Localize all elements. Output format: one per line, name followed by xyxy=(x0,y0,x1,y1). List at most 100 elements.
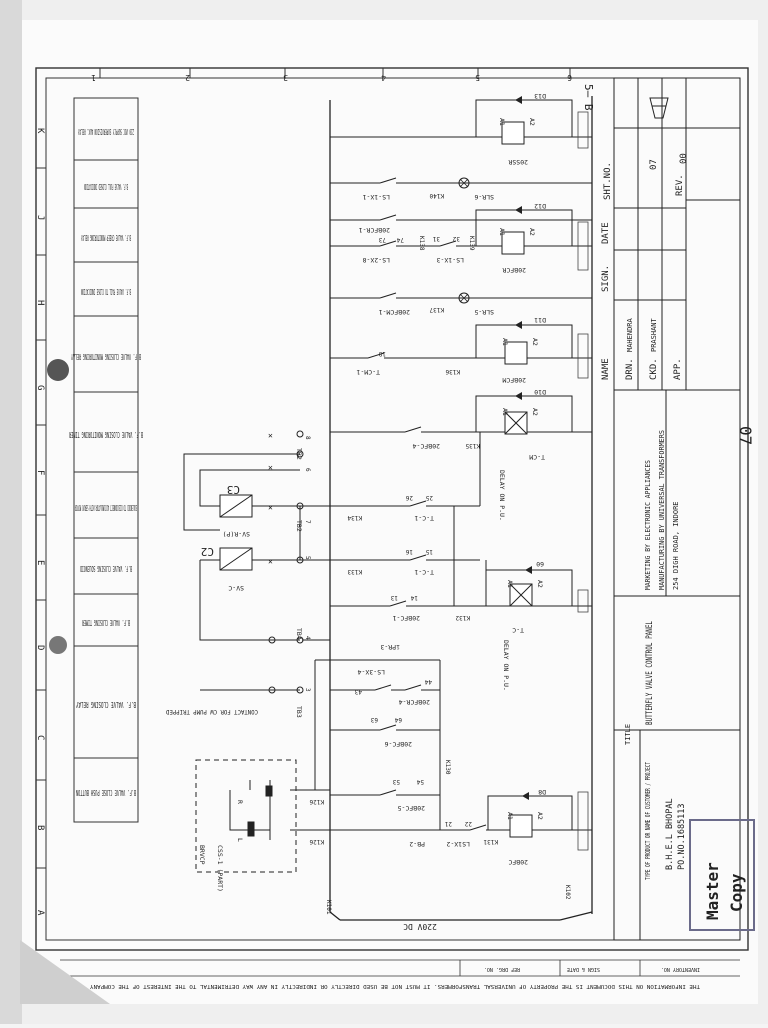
coil-20bfcr xyxy=(501,231,525,255)
function-label: B.F. VALVE CLOSING MONITORING TIMER xyxy=(69,430,143,439)
zone-letters: K J H G F E D C B A xyxy=(35,128,45,916)
device-label: D10 xyxy=(534,388,546,396)
contact-number: 63 xyxy=(370,716,378,723)
sheet-number: 07 xyxy=(649,159,659,170)
device-label: iPR-3 xyxy=(380,643,400,651)
device-label: 60 xyxy=(536,560,544,568)
terminal-label: A2 xyxy=(528,118,536,126)
sign-header: SIGN. xyxy=(601,265,611,292)
drn-label: DRN. xyxy=(625,358,635,380)
company-address: 254 DIGH ROAD, INDORE xyxy=(672,501,680,590)
zone-letter: H xyxy=(35,300,45,305)
contact-number: 22 xyxy=(464,820,472,827)
terminal-mark: ✕ xyxy=(268,557,273,566)
title-label: TITLE xyxy=(624,724,632,745)
device-label: SV-C xyxy=(228,584,244,592)
device-label: BRVCP xyxy=(198,845,206,865)
column-number: 3 xyxy=(283,73,288,82)
scan-edge xyxy=(0,0,22,1024)
ref-drawing-label: REF DRG. NO. xyxy=(484,966,520,972)
contact-number: 26 xyxy=(405,494,413,501)
device-label: DELAY ON P.U. xyxy=(498,470,506,521)
wire-label: K135 xyxy=(465,442,480,449)
diode-wiring xyxy=(475,99,573,830)
device-label: D11 xyxy=(534,316,546,324)
contact-number: 32 xyxy=(452,235,460,242)
punch-hole xyxy=(47,359,69,381)
css-switch-box xyxy=(195,759,297,873)
contact-number: 54 xyxy=(416,778,424,785)
revision-number: 00 xyxy=(679,153,689,164)
device-label: 20SSR xyxy=(508,158,528,166)
title-block-text: TYPE OF PRODUCT OR NAME OF CUSTOMER / PR… xyxy=(601,153,689,880)
master-copy-stamp: Master Copy xyxy=(689,819,755,931)
wire-label: K137 xyxy=(429,306,444,313)
coil-20bfc xyxy=(509,814,533,838)
margin-notice: THE INFORMATION ON THIS DOCUMENT IS THE … xyxy=(90,966,700,989)
contact-stacks xyxy=(577,111,589,851)
coil-diagonals xyxy=(219,411,533,607)
contact-number: 18 xyxy=(378,350,386,357)
contact-number: 21 xyxy=(444,820,452,827)
contact-number: 13 xyxy=(390,594,398,601)
terminal-mark: ✕ xyxy=(268,463,273,472)
terminal-label: A2 xyxy=(536,812,544,820)
punch-hole xyxy=(49,636,67,654)
title-block xyxy=(613,77,741,941)
zone-letter: E xyxy=(35,560,45,565)
zone-letter: G xyxy=(35,385,45,390)
stamp-text: Master xyxy=(703,862,722,920)
device-label: CSS-1 (PART) xyxy=(216,845,224,892)
wire-label: K126 xyxy=(309,838,324,845)
column-number: 2 xyxy=(185,73,190,82)
contact-gaps xyxy=(368,178,486,835)
contact-number: 5 xyxy=(304,556,311,560)
device-label: 20BFCM xyxy=(502,376,526,384)
device-label: L xyxy=(236,838,244,842)
zone-letter: B xyxy=(35,825,45,830)
device-label: T-C-1 xyxy=(414,568,434,576)
function-label: B.F. VALVE CLOSING MONITORING RELAY xyxy=(71,352,141,361)
zone-ticks xyxy=(36,167,46,869)
device-label: DELAY ON P.U. xyxy=(502,640,510,691)
device-label: 20BFC-6 xyxy=(385,740,412,748)
device-label: 20BFC xyxy=(508,858,528,866)
indicator-lamps xyxy=(458,177,470,304)
wire-label: K139 xyxy=(468,236,475,251)
wire-label: K102 xyxy=(564,885,571,900)
sign-date-label: SIGN & DATE xyxy=(567,966,600,972)
contact-number: 31 xyxy=(432,235,440,242)
terminal-label: A2 xyxy=(531,338,539,346)
contact-number: 7 xyxy=(304,520,311,524)
zone-letter: C xyxy=(35,735,45,740)
function-label-table: 220 VDC SUPPLY SUPERVISION AUX. RELAY B.… xyxy=(69,97,143,823)
device-label: C2 xyxy=(201,545,214,558)
terminal-label: A2 xyxy=(528,228,536,236)
zone-letter: K xyxy=(35,128,45,134)
terminal-circles xyxy=(268,430,304,694)
contact-number: 25 xyxy=(425,494,433,501)
handwritten-page-number: 07 xyxy=(736,426,755,445)
wire-label: K133 xyxy=(347,568,362,575)
function-label: B.F. VALVE CLOSE PUSH BUTTON xyxy=(76,788,136,797)
coil-20ssr xyxy=(501,121,525,145)
device-label: 20BFCR-1 xyxy=(359,226,390,234)
device-label: R xyxy=(236,800,244,804)
coil-20bfcm xyxy=(504,341,528,365)
column-ticks xyxy=(99,68,571,78)
function-label: B.F. VALVE CLOSING SOLENOID xyxy=(80,564,132,573)
wire-label: K126 xyxy=(309,798,324,805)
device-label: 20BFCM-1 xyxy=(379,308,410,316)
contact-number: 15 xyxy=(425,548,433,555)
lamp-slr-6 xyxy=(458,177,470,189)
contact-number: 3 xyxy=(304,688,311,692)
folded-corner xyxy=(20,940,110,1004)
customer-label: TYPE OF PRODUCT OR NAME OF CUSTOMER / PR… xyxy=(644,762,652,880)
contact-number: 43 xyxy=(354,688,362,695)
zone-letter: D xyxy=(35,645,45,650)
device-label: 20BFCR-4 xyxy=(399,698,430,706)
device-label: D13 xyxy=(534,92,546,100)
contact-blades xyxy=(367,177,487,831)
contact-number: 14 xyxy=(410,594,418,601)
